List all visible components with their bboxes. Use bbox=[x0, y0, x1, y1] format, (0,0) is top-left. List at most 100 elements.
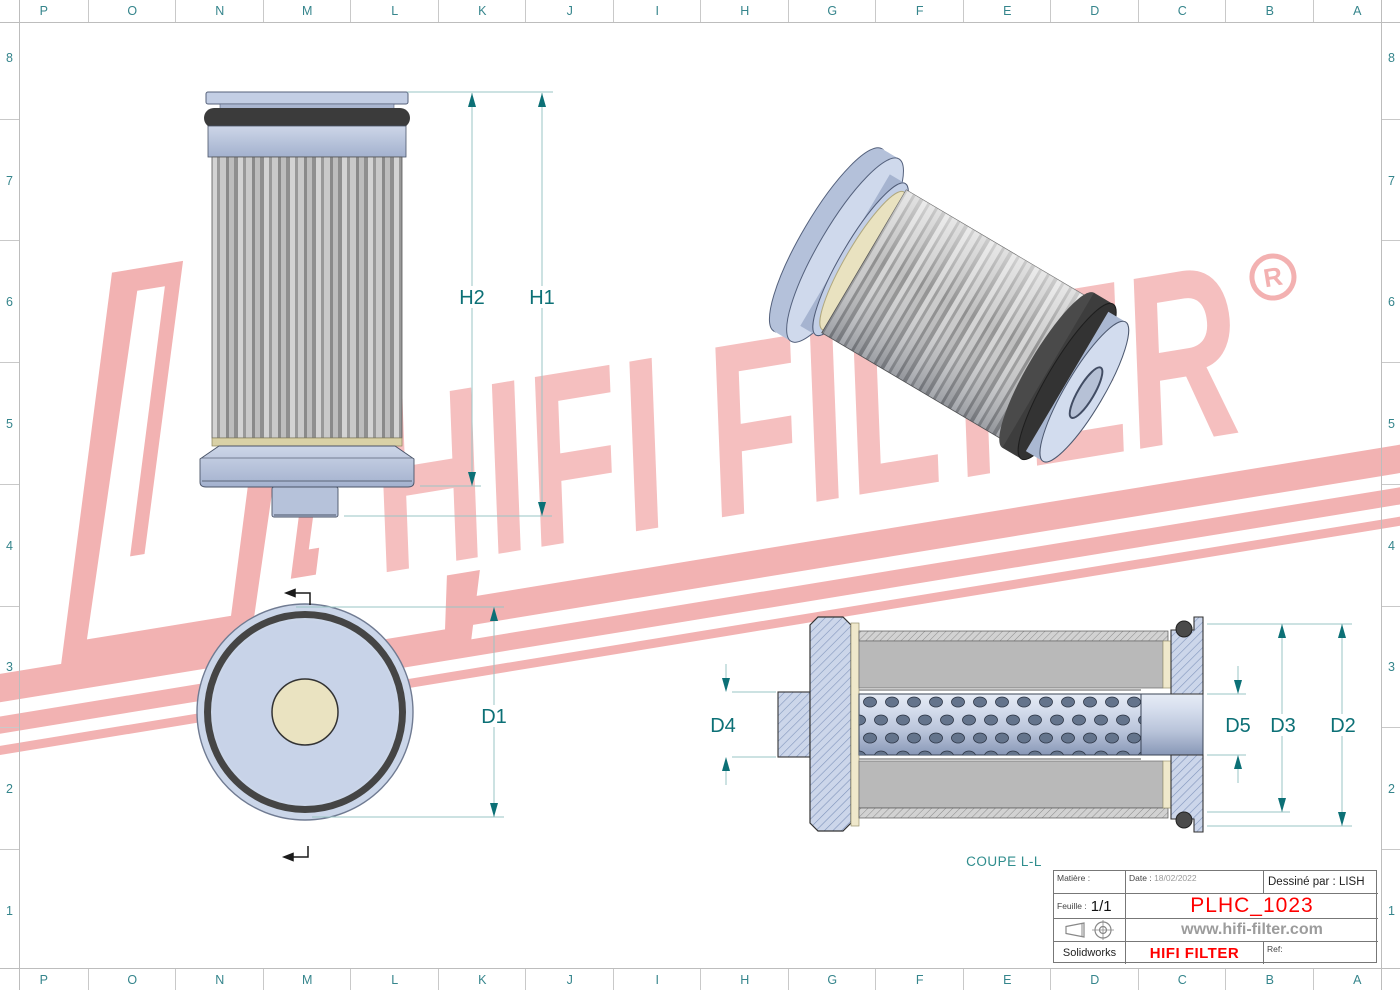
software-text: Solidworks bbox=[1062, 947, 1117, 959]
date-label: Date : bbox=[1129, 873, 1152, 883]
dim-label-d5: D5 bbox=[1225, 715, 1251, 737]
grid-number-label: 7 bbox=[1388, 173, 1395, 188]
front-view bbox=[199, 91, 415, 518]
section-left-stub bbox=[777, 691, 811, 758]
grid-letter-cell: P bbox=[0, 969, 88, 990]
grid-number-label: 5 bbox=[1388, 416, 1395, 431]
ref-label: Ref: bbox=[1267, 944, 1283, 954]
section-caption: COUPE L-L bbox=[966, 854, 1042, 869]
grid-number-cell: 1 bbox=[0, 848, 19, 972]
grid-number-cell: 1 bbox=[1382, 848, 1400, 972]
grid-letter-cell: O bbox=[87, 969, 177, 990]
dim-label-h1: H1 bbox=[529, 287, 555, 309]
grid-letter-label: L bbox=[391, 973, 399, 987]
grid-letter-cell: L bbox=[350, 0, 439, 22]
grid-number-cell: 4 bbox=[1382, 483, 1400, 607]
grid-letter-label: K bbox=[478, 973, 487, 987]
grid-letter-label: I bbox=[655, 973, 659, 987]
grid-letter-cell: H bbox=[700, 0, 789, 22]
title-block-date-cell: Date : 18/02/2022 bbox=[1126, 871, 1264, 894]
grid-number-cell: 7 bbox=[1382, 118, 1400, 242]
grid-letter-label: G bbox=[827, 4, 838, 18]
grid-number-cell: 8 bbox=[1382, 0, 1400, 119]
grid-letter-label: C bbox=[1177, 4, 1187, 18]
section-media-top bbox=[858, 640, 1164, 689]
grid-letter-cell: F bbox=[875, 0, 964, 22]
front-bottom-cap bbox=[199, 445, 415, 488]
grid-letter-label: M bbox=[302, 973, 313, 987]
grid-letter-label: P bbox=[39, 973, 48, 987]
grid-letter-cell: I bbox=[612, 0, 702, 22]
grid-letter-cell: M bbox=[262, 0, 352, 22]
grid-number-label: 3 bbox=[6, 660, 13, 675]
grid-number-label: 4 bbox=[6, 538, 13, 553]
top-view bbox=[196, 588, 414, 862]
grid-letter-cell: G bbox=[787, 0, 877, 22]
grid-number-cell: 3 bbox=[1382, 605, 1400, 729]
grid-number-cell: 7 bbox=[0, 118, 19, 242]
grid-number-label: 3 bbox=[1388, 660, 1395, 675]
date-value: 18/02/2022 bbox=[1154, 873, 1197, 883]
drawn-by-label: Dessiné par : LISH bbox=[1268, 876, 1365, 888]
grid-letter-label: H bbox=[740, 973, 750, 987]
grid-letter-cell: A bbox=[1312, 0, 1400, 22]
grid-number-label: 1 bbox=[6, 903, 13, 918]
grid-number-label: 2 bbox=[1388, 782, 1395, 797]
section-right-cap-bottom bbox=[1170, 754, 1204, 833]
grid-letter-label: H bbox=[740, 4, 750, 18]
grid-number-label: 8 bbox=[6, 50, 13, 65]
section-view bbox=[777, 616, 1204, 833]
grid-number-label: 8 bbox=[1388, 50, 1395, 65]
grid-letter-cell: J bbox=[525, 969, 614, 990]
grid-letter-cell: O bbox=[87, 0, 177, 22]
grid-letter-label: N bbox=[215, 4, 225, 18]
grid-number-label: 1 bbox=[1388, 903, 1395, 918]
grid-number-label: 4 bbox=[1388, 538, 1395, 553]
grid-letter-cell: K bbox=[437, 0, 527, 22]
grid-number-label: 5 bbox=[6, 416, 13, 431]
grid-letter-cell: J bbox=[525, 0, 614, 22]
top-view-oring bbox=[204, 611, 406, 813]
isometric-view bbox=[768, 147, 1130, 463]
title-block-projection-cell bbox=[1054, 919, 1126, 942]
grid-letter-label: K bbox=[478, 4, 487, 18]
grid-number-label: 6 bbox=[1388, 295, 1395, 310]
dim-label-d3: D3 bbox=[1270, 715, 1296, 737]
grid-number-cell: 5 bbox=[0, 362, 19, 485]
grid-letter-cell: B bbox=[1225, 969, 1314, 990]
grid-letter-label: J bbox=[566, 973, 573, 987]
title-block-part-cell: PLHC_1023 bbox=[1126, 894, 1378, 919]
registered-mark-letter: R bbox=[1261, 261, 1285, 294]
dim-label-d1: D1 bbox=[481, 706, 507, 728]
grid-letter-label: F bbox=[915, 4, 924, 18]
grid-letter-label: D bbox=[1090, 4, 1100, 18]
grid-number-label: 7 bbox=[6, 173, 13, 188]
grid-letter-cell: K bbox=[437, 969, 527, 990]
grid-letter-label: B bbox=[1265, 4, 1274, 18]
website-text: www.hifi-filter.com bbox=[1181, 921, 1323, 938]
dimension-labels: H2 H1 D1 D4 D5 D3 D2 bbox=[452, 286, 1364, 737]
sheet-label: Feuille : bbox=[1057, 901, 1087, 911]
grid-number-cell: 5 bbox=[1382, 362, 1400, 485]
grid-letter-cell: N bbox=[175, 969, 264, 990]
grid-letter-cell: D bbox=[1050, 969, 1139, 990]
grid-number-cell: 2 bbox=[0, 727, 19, 850]
grid-number-cell: 2 bbox=[1382, 727, 1400, 850]
section-oring-top bbox=[1175, 620, 1193, 638]
grid-letter-cell: A bbox=[1312, 969, 1400, 990]
dimension-arrows bbox=[468, 93, 1346, 826]
grid-letter-cell: G bbox=[787, 969, 877, 990]
title-block-website-cell: www.hifi-filter.com bbox=[1126, 919, 1378, 942]
grid-letter-cell: D bbox=[1050, 0, 1139, 22]
grid-letter-cell: E bbox=[962, 969, 1052, 990]
registered-mark-icon: R bbox=[1249, 253, 1297, 301]
material-label: Matière : bbox=[1057, 873, 1091, 883]
title-block-sheet-cell: Feuille : 1/1 bbox=[1054, 894, 1126, 919]
front-bottom-stub bbox=[271, 486, 339, 518]
title-block-brand-cell: HIFI FILTER bbox=[1126, 942, 1264, 964]
grid-letter-cell: I bbox=[612, 969, 702, 990]
